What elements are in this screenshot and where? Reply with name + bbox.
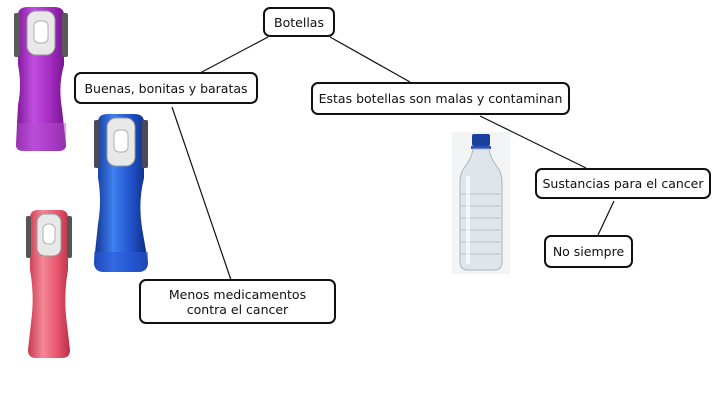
node-botellas-malas-contaminan[interactable]: Estas botellas son malas y contaminan <box>311 82 570 115</box>
connector-good-meds <box>171 106 232 281</box>
blue-tumbler-image <box>94 114 148 272</box>
plastic-water-bottle-image <box>452 132 510 274</box>
node-no-siempre[interactable]: No siempre <box>544 235 633 268</box>
node-sustancias-cancer[interactable]: Sustancias para el cancer <box>535 168 711 199</box>
node-botellas[interactable]: Botellas <box>263 7 335 37</box>
node-menos-medicamentos[interactable]: Menos medicamentos contra el cancer <box>139 279 336 324</box>
connector-subst-no <box>597 200 615 236</box>
connector-root-bad <box>329 36 411 83</box>
connector-root-good <box>199 36 269 74</box>
connector-bad-subst <box>479 115 587 169</box>
pink-tumbler-image <box>26 210 72 358</box>
purple-tumbler-image <box>14 7 68 151</box>
node-buenas-bonitas-baratas[interactable]: Buenas, bonitas y baratas <box>74 72 258 104</box>
